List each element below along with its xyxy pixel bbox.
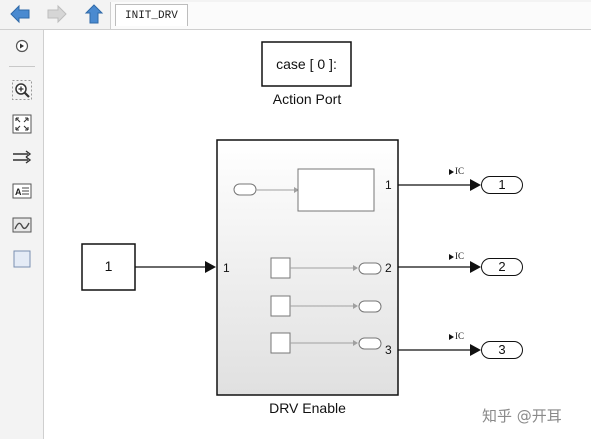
- annotation-icon: A: [12, 183, 32, 199]
- hide-browser-button[interactable]: [11, 35, 33, 57]
- subsystem-output-port-label-3: 3: [385, 343, 392, 357]
- action-port-text: case [ 0 ]:: [276, 56, 337, 72]
- outport-block-1[interactable]: 1: [481, 176, 523, 194]
- fit-view-icon: [12, 114, 32, 134]
- toolbar: INIT_DRV: [0, 0, 591, 30]
- area-icon: [13, 250, 31, 268]
- subsystem-output-port-label-2: 2: [385, 261, 392, 275]
- image-icon: [12, 217, 32, 233]
- action-port-block[interactable]: [261, 41, 352, 87]
- ic-label-3: IC: [455, 331, 464, 341]
- back-arrow-icon: [10, 4, 30, 24]
- svg-text:A: A: [15, 187, 22, 197]
- output-signal-line-3[interactable]: [398, 334, 481, 356]
- outport-block-2[interactable]: 2: [481, 258, 523, 276]
- subsystem-label: DRV Enable: [269, 400, 346, 416]
- model-canvas[interactable]: case [ 0 ]: Action Port 1 1 1 2 3 DRV En…: [44, 30, 591, 439]
- hide-browser-icon: [15, 39, 29, 53]
- area-button[interactable]: [11, 248, 33, 270]
- zoom-button[interactable]: [11, 79, 33, 101]
- subsystem-contents: [233, 168, 382, 354]
- constant-block[interactable]: [81, 243, 136, 291]
- ic-label-2: IC: [455, 251, 464, 261]
- zoom-icon: [12, 80, 32, 100]
- output-signal-line-2[interactable]: [398, 254, 481, 273]
- subsystem-output-port-label-1: 1: [385, 178, 392, 192]
- breadcrumb: INIT_DRV: [110, 2, 591, 29]
- breadcrumb-item[interactable]: INIT_DRV: [115, 4, 188, 26]
- up-button[interactable]: [82, 3, 106, 25]
- watermark: 知乎 @开耳: [482, 407, 562, 425]
- annotation-button[interactable]: A: [11, 180, 33, 202]
- signal-route-button[interactable]: [11, 146, 33, 168]
- palette-divider: [9, 66, 35, 67]
- image-button[interactable]: [11, 214, 33, 236]
- output-signal-line-1[interactable]: [398, 169, 481, 191]
- constant-value: 1: [104, 258, 113, 274]
- action-port-label: Action Port: [272, 91, 342, 107]
- subsystem-input-port-label: 1: [223, 261, 230, 275]
- palette: A: [0, 30, 44, 439]
- diagram-svg: [81, 41, 481, 396]
- ic-label-1: IC: [455, 166, 464, 176]
- forward-button[interactable]: [45, 3, 69, 25]
- input-signal-line[interactable]: [135, 261, 216, 273]
- fit-view-button[interactable]: [11, 113, 33, 135]
- up-arrow-icon: [84, 4, 104, 24]
- signal-route-icon: [13, 150, 32, 164]
- outport-block-3[interactable]: 3: [481, 341, 523, 359]
- back-button[interactable]: [8, 3, 32, 25]
- forward-arrow-icon: [47, 4, 67, 24]
